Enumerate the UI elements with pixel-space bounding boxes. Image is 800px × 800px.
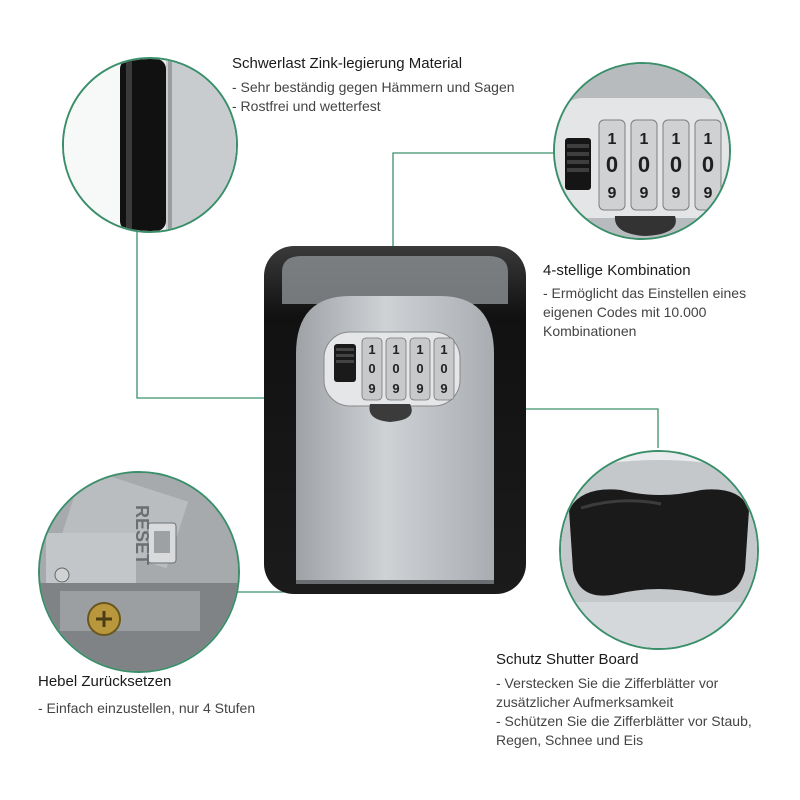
lockbox-rim bbox=[282, 256, 508, 304]
dial-digit-bottom: 9 bbox=[368, 381, 375, 396]
closeup-digit: 0 bbox=[606, 152, 618, 177]
material-section: Schwerlast Zink-legierung Material - Seh… bbox=[232, 55, 515, 116]
detail-circle-shutter bbox=[559, 450, 759, 650]
combination-bullet: eigenen Codes mit 10.000 bbox=[543, 304, 707, 320]
shutter-bullet: - Schützen Sie die Zifferblätter vor Sta… bbox=[496, 713, 752, 729]
material-bullet: - Rostfrei und wetterfest bbox=[232, 98, 381, 114]
reset-embossed-text: RESET bbox=[132, 505, 152, 565]
shutter-title: Schutz Shutter Board bbox=[496, 651, 639, 668]
lockbox-product-image: 1 1 1 1 0 0 0 0 9 9 9 9 bbox=[264, 246, 526, 594]
lockbox-seam bbox=[296, 580, 494, 584]
material-bullet: - Sehr beständig gegen Hämmern und Sagen bbox=[232, 79, 515, 95]
closeup-digit: 9 bbox=[672, 185, 681, 202]
combination-bullet: Kombinationen bbox=[543, 323, 637, 339]
dial-digit-mid: 0 bbox=[368, 361, 375, 376]
dial-digit-top: 1 bbox=[368, 342, 375, 357]
lever-title: Hebel Zurücksetzen bbox=[38, 673, 172, 690]
combination-section: 4-stellige Kombination - Ermöglicht das … bbox=[543, 262, 746, 341]
shutter-bullet: - Verstecken Sie die Zifferblätter vor bbox=[496, 675, 719, 691]
shutter-tab bbox=[369, 404, 412, 422]
detail-circle-lever: RESET bbox=[38, 471, 240, 673]
lever-bullet: - Einfach einzustellen, nur 4 Stufen bbox=[38, 700, 256, 716]
closeup-digit: 1 bbox=[704, 131, 713, 148]
shutter-bullet: Regen, Schnee und Eis bbox=[496, 732, 644, 748]
material-title: Schwerlast Zink-legierung Material bbox=[232, 55, 463, 72]
closeup-digit: 0 bbox=[702, 152, 714, 177]
dial-wheels bbox=[361, 337, 455, 401]
detail-circle-material bbox=[62, 57, 238, 233]
closeup-digit: 1 bbox=[640, 131, 649, 148]
closeup-digit: 0 bbox=[670, 152, 682, 177]
closeup-digit: 1 bbox=[672, 131, 681, 148]
lever-section: Hebel Zurücksetzen - Einfach einzustelle… bbox=[38, 673, 255, 718]
dial-digit-bottom: 9 bbox=[416, 381, 423, 396]
dial-digit-mid: 0 bbox=[392, 361, 399, 376]
dial-digit-mid: 0 bbox=[440, 361, 447, 376]
closeup-digit: 0 bbox=[638, 152, 650, 177]
dial-digit-top: 1 bbox=[392, 342, 399, 357]
dial-digit-top: 1 bbox=[440, 342, 447, 357]
shutter-bullet: zusätzlicher Aufmerksamkeit bbox=[496, 694, 674, 710]
closeup-digit: 1 bbox=[608, 131, 617, 148]
dial-digit-bottom: 9 bbox=[440, 381, 447, 396]
closeup-digit: 9 bbox=[640, 185, 649, 202]
shutter-section: Schutz Shutter Board - Verstecken Sie di… bbox=[496, 651, 752, 750]
combination-title: 4-stellige Kombination bbox=[543, 262, 691, 279]
combination-bullet: - Ermöglicht das Einstellen eines bbox=[543, 285, 747, 301]
dial-digit-top: 1 bbox=[416, 342, 423, 357]
detail-circle-combination: 1 1 1 1 0 0 0 0 9 9 9 9 bbox=[553, 62, 731, 240]
closeup-digit: 9 bbox=[704, 185, 713, 202]
dial-digit-bottom: 9 bbox=[392, 381, 399, 396]
dial-digit-mid: 0 bbox=[416, 361, 423, 376]
closeup-digit: 9 bbox=[608, 185, 617, 202]
